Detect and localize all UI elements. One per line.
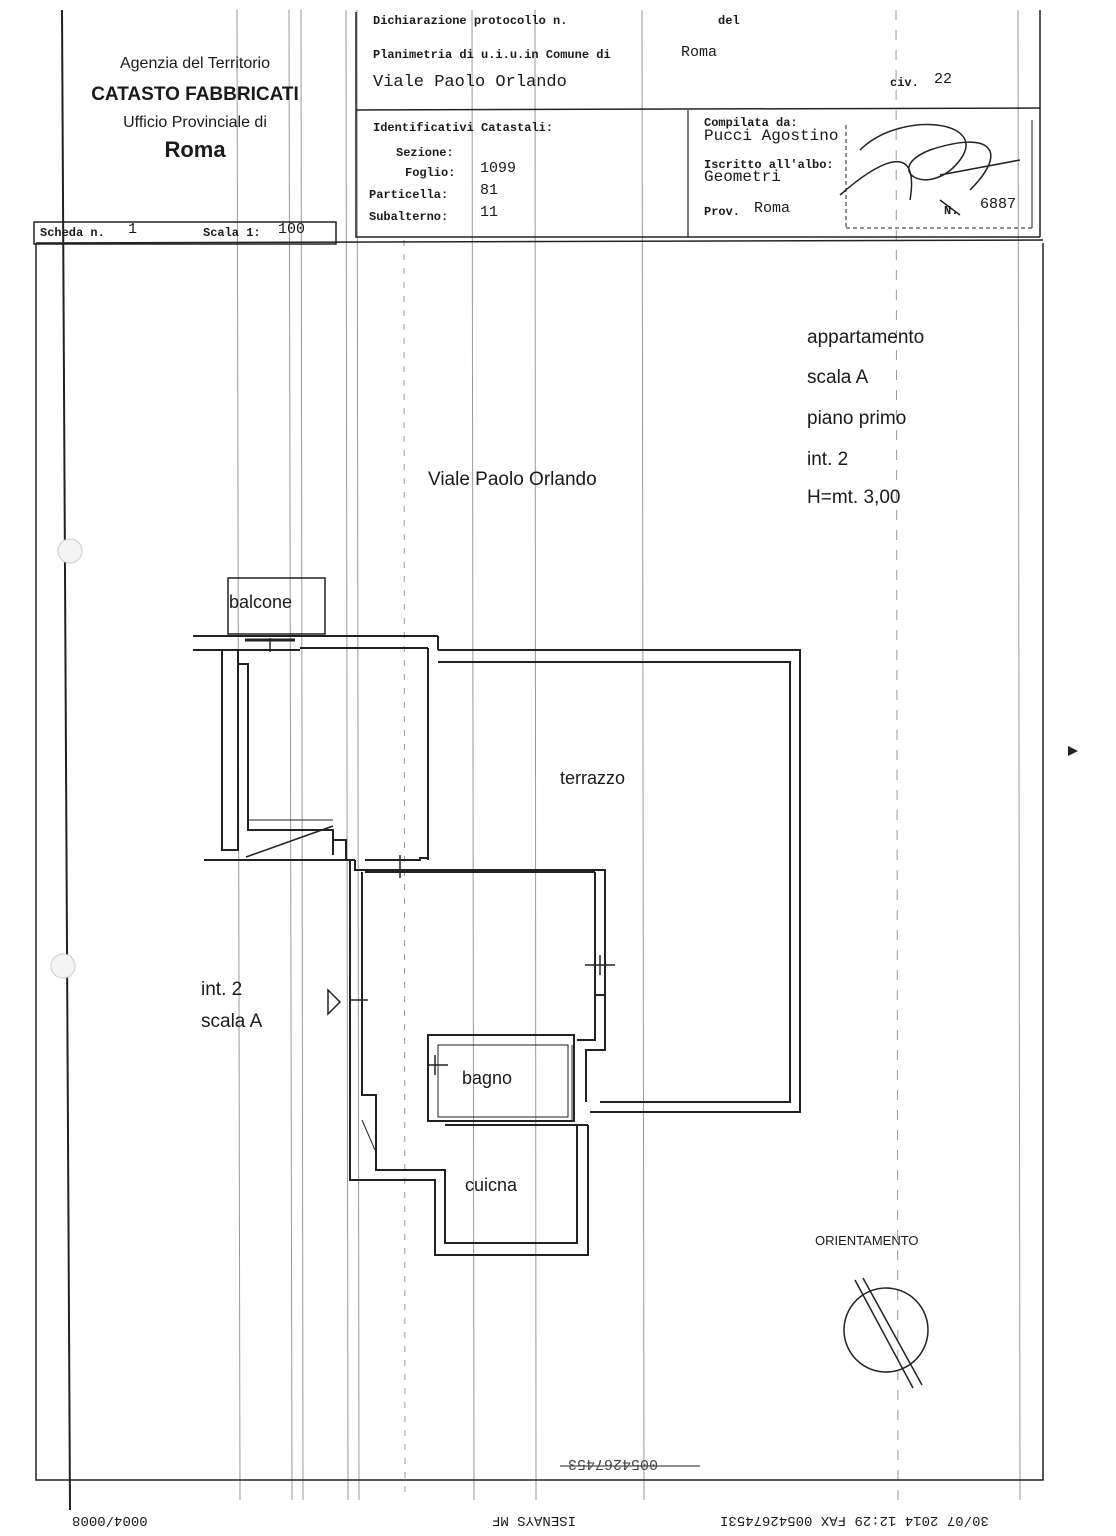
neighbor-line-1: int. 2 [201,979,243,1000]
binder-hole-2 [50,953,76,979]
planimetria-comune: Roma [681,44,718,61]
balcony-outline [227,577,326,635]
footer-page: 0004/0008 [72,1512,148,1528]
orientation-symbol [843,1277,929,1389]
floor-plan [193,577,801,1256]
info-line-2: scala A [807,367,869,388]
neighbor-line-2: scala A [201,1011,263,1032]
room-balcone: balcone [229,592,293,612]
civ-value: 22 [934,71,953,88]
street-label: Viale Paolo Orlando [428,469,597,490]
particella-label: Particella: [369,188,449,202]
prov-label: Prov. [704,205,741,219]
dichiarazione-label: Dichiarazione protocollo n. [373,14,568,28]
identificativi-label: Identificativi Catastali: [373,121,554,135]
footer-fax-line: 30/07 2014 12:29 FAX 0054267453I [720,1512,989,1528]
room-bagno: bagno [462,1068,513,1088]
footer-code-mirrored: 0054267453 [568,1455,659,1472]
catasto-title: CATASTO FABBRICATI [91,84,299,105]
prov-value: Roma [754,200,791,217]
info-line-3: piano primo [807,408,907,429]
civ-label: civ. [890,76,919,90]
scala-label: Scala 1: [203,226,261,240]
scheda-label: Scheda n. [40,226,105,240]
planimetria-label: Planimetria di u.i.u.in Comune di [373,48,611,62]
del-label: del [718,14,740,28]
compilata-name: Pucci Agostino [704,127,839,145]
guide-lines [236,9,1021,1501]
info-line-5: H=mt. 3,00 [807,487,901,508]
n-value: 6887 [980,196,1017,213]
scala-value: 100 [278,221,306,238]
compilata-label: Compilata da: [704,116,798,130]
ufficio-label: Ufficio Provinciale di [123,114,267,131]
orientamento-label: ORIENTAMENTO [815,1233,919,1248]
signature [839,123,1021,201]
info-line-1: appartamento [807,327,925,348]
address: Viale Paolo Orlando [373,73,567,92]
drawing-frame [35,243,1044,1481]
foglio-value: 1099 [480,160,517,177]
scheda-box [33,221,337,245]
agency-name: Agenzia del Territorio [119,55,270,72]
room-terrazzo: terrazzo [560,768,626,788]
particella-value: 81 [480,182,499,199]
iscritto-label: Iscritto all'albo: [704,158,834,172]
subalterno-label: Subalterno: [369,210,449,224]
footer-isenays: ISENAYS MF [492,1512,577,1528]
foglio-label: Foglio: [405,166,456,180]
binder-hole-1 [57,538,83,564]
info-line-4: int. 2 [807,449,849,470]
room-cucina: cuicna [465,1175,518,1195]
page-marker [1068,746,1078,756]
ufficio-city: Roma [164,137,226,162]
scheda-value: 1 [128,221,138,238]
albo-value: Geometri [704,168,781,186]
margin-line [61,9,71,1511]
sezione-label: Sezione: [396,146,454,160]
subalterno-value: 11 [480,204,499,221]
n-label: N. [944,204,959,218]
